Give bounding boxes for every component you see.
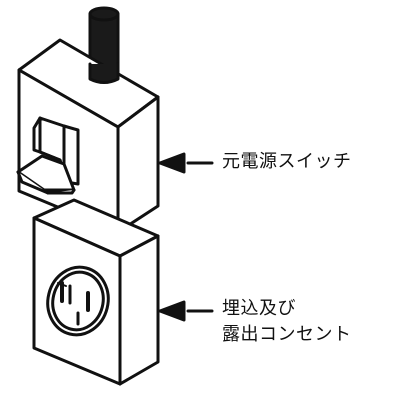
outlet-label: 埋込及び 露出コンセント [222,296,352,348]
outlet-box-side [118,234,160,386]
arrow-switch-icon [158,152,214,174]
arrow-outlet-icon [158,300,214,322]
toggle-lever-icon [16,116,80,195]
main-power-switch-label: 元電源スイッチ [222,151,352,172]
outlet-label-line2: 露出コンセント [222,324,352,346]
outlet-socket-icon [46,265,110,337]
outlet-label-line1: 埋込及び [222,298,296,319]
outlet-box [32,198,160,386]
switch-box-side [116,95,160,234]
